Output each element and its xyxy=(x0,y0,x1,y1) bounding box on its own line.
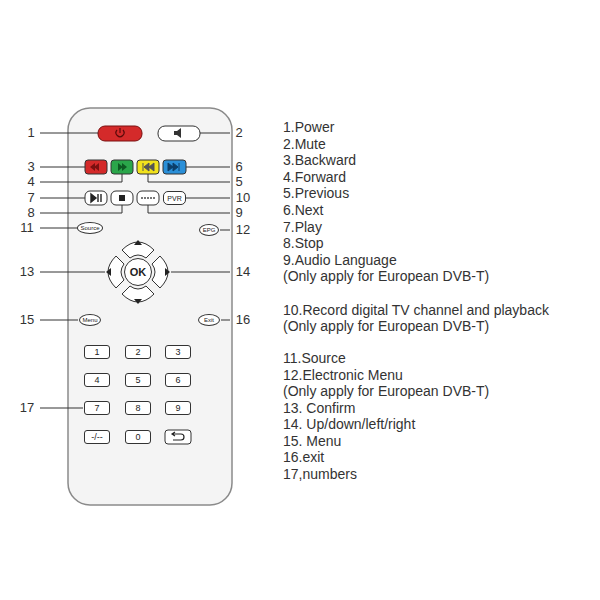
return-symbol xyxy=(172,432,184,440)
legend-line: 5.Previous xyxy=(283,185,349,201)
callout-number: 1 xyxy=(27,126,34,141)
mute-button xyxy=(158,126,200,141)
number-button: 1 xyxy=(84,345,110,359)
callout-number: 4 xyxy=(27,175,34,190)
power-symbol xyxy=(116,128,124,137)
callout-number: 5 xyxy=(235,175,242,190)
button-label: Source xyxy=(80,225,99,231)
number-button: 0 xyxy=(125,430,151,444)
callout-number: 17 xyxy=(20,401,34,416)
previous-button xyxy=(137,160,159,174)
legend-line: 1.Power xyxy=(283,119,334,135)
channel-digit-button: -/-- xyxy=(84,430,110,444)
menu-button: Menu xyxy=(79,314,101,326)
epg-button: EPG xyxy=(199,224,219,236)
next-symbol xyxy=(168,163,179,171)
legend-line: 3.Backward xyxy=(283,152,356,168)
stop-button xyxy=(111,191,133,205)
number-button: 7 xyxy=(84,401,110,415)
button-label: -/-- xyxy=(91,433,103,442)
callout-number: 11 xyxy=(20,221,34,236)
mute-symbol xyxy=(174,128,181,138)
callout-number: 6 xyxy=(235,160,242,175)
right-arrow xyxy=(165,268,170,276)
backward-button xyxy=(85,160,107,174)
button-label: OK xyxy=(130,267,147,278)
down-arrow xyxy=(134,299,142,304)
forward-symbol xyxy=(118,163,127,171)
callout-number: 2 xyxy=(235,126,242,141)
source-button: Source xyxy=(77,222,103,234)
legend-line: (Only apply for European DVB-T) xyxy=(283,318,489,334)
button-label: 2 xyxy=(135,348,140,357)
button-label: 7 xyxy=(94,404,99,413)
number-button: 8 xyxy=(125,401,151,415)
callout-number: 8 xyxy=(27,206,34,221)
remote-body xyxy=(68,108,232,505)
button-label: 5 xyxy=(135,376,140,385)
callout-number: 16 xyxy=(236,313,250,328)
button-label: 6 xyxy=(175,376,180,385)
legend-line: 16.exit xyxy=(283,449,324,465)
legend-line: (Only apply for European DVB-T) xyxy=(283,268,489,284)
up-arrow xyxy=(134,240,142,245)
legend-line: 14. Up/down/left/right xyxy=(283,416,415,432)
audio-language-button xyxy=(137,191,159,205)
legend-line: 4.Forward xyxy=(283,169,346,185)
legend-line: (Only apply for European DVB-T) xyxy=(283,383,489,399)
pvr-button: PVR xyxy=(163,191,186,205)
number-button: 2 xyxy=(125,345,151,359)
button-label: 4 xyxy=(94,376,99,385)
previous-symbol xyxy=(143,163,154,171)
callout-number: 13 xyxy=(20,265,34,280)
button-label: 8 xyxy=(135,404,140,413)
legend-line: 15. Menu xyxy=(283,433,341,449)
legend-line: 7.Play xyxy=(283,219,322,235)
legend-line: 2.Mute xyxy=(283,136,326,152)
backward-symbol xyxy=(90,163,99,171)
play-symbol xyxy=(91,194,101,202)
next-button xyxy=(163,160,186,174)
number-button: 6 xyxy=(165,373,191,387)
left-arrow xyxy=(106,268,111,276)
legend-line: 12.Electronic Menu xyxy=(283,367,403,383)
return-button xyxy=(165,430,191,444)
button-label: 3 xyxy=(175,348,180,357)
legend-line: 9.Audio Language xyxy=(283,252,397,268)
callout-number: 7 xyxy=(27,191,34,206)
forward-button xyxy=(111,160,133,174)
button-label: 0 xyxy=(135,433,140,442)
legend-line: 11.Source xyxy=(283,350,346,366)
callout-number: 14 xyxy=(236,265,250,280)
legend-line: 10.Record digital TV channel and playbac… xyxy=(283,302,549,318)
number-button: 4 xyxy=(84,373,110,387)
legend-line: 6.Next xyxy=(283,202,323,218)
number-button: 3 xyxy=(165,345,191,359)
leader-lines xyxy=(40,133,230,408)
callout-number: 3 xyxy=(27,160,34,175)
button-label: EPG xyxy=(203,227,216,233)
button-label: 9 xyxy=(175,404,180,413)
callout-number: 12 xyxy=(236,223,250,238)
stop-symbol xyxy=(119,195,125,201)
audio-language-marking xyxy=(141,197,155,199)
play-button xyxy=(85,191,107,205)
legend-line: 8.Stop xyxy=(283,235,323,251)
legend-line: 17,numbers xyxy=(283,466,357,482)
button-label: PVR xyxy=(167,195,181,202)
callout-number: 10 xyxy=(236,191,250,206)
ok-button: OK xyxy=(124,258,152,286)
callout-number: 15 xyxy=(20,313,34,328)
exit-button: Exit xyxy=(198,314,220,326)
button-label: 1 xyxy=(94,348,99,357)
power-button xyxy=(98,126,142,141)
number-button: 9 xyxy=(165,401,191,415)
legend-line: 13. Confirm xyxy=(283,400,355,416)
button-label: Exit xyxy=(204,317,214,323)
callout-number: 9 xyxy=(235,206,242,221)
button-label: Menu xyxy=(82,317,97,323)
number-button: 5 xyxy=(125,373,151,387)
